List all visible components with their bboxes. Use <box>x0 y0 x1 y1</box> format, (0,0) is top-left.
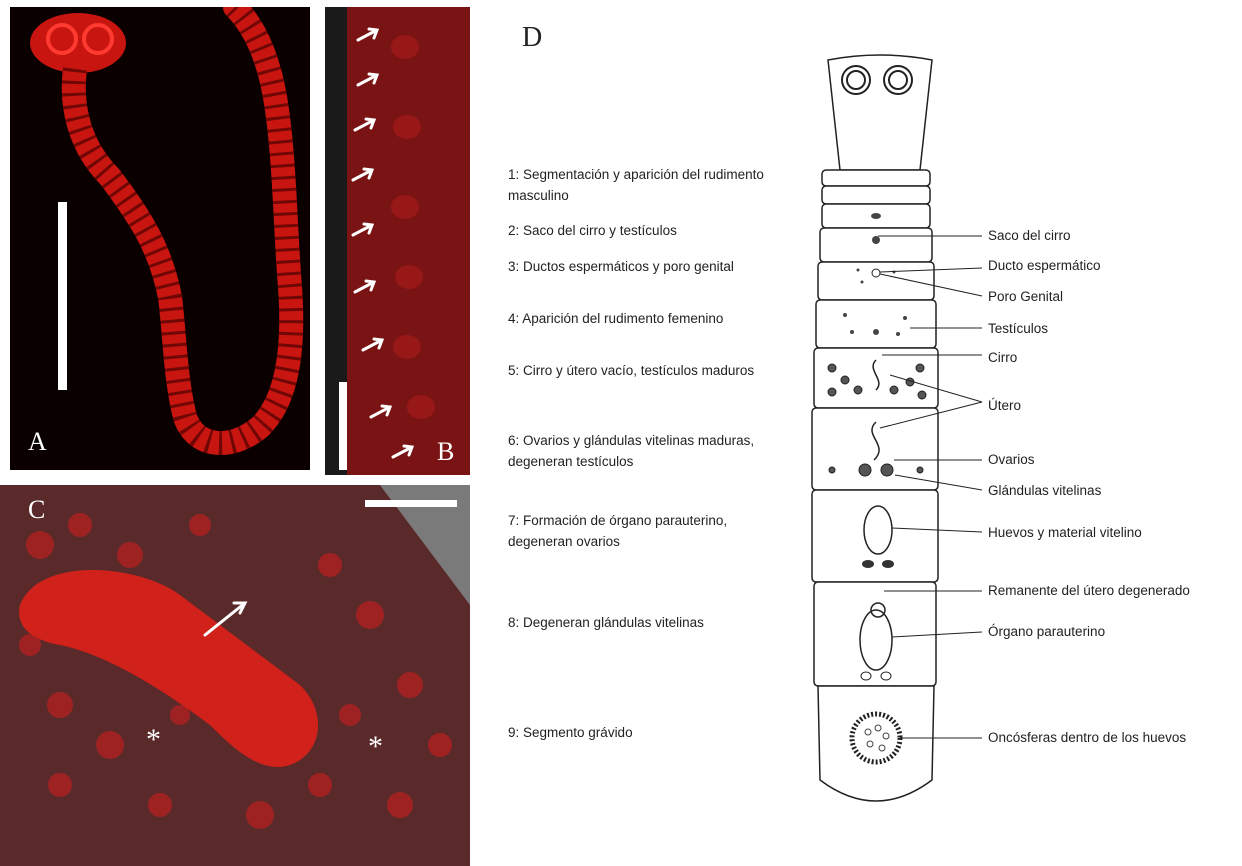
panel-label-d: D <box>522 22 542 54</box>
stage-5: 5: Cirro y útero vacío, testículos madur… <box>508 360 768 381</box>
panel-label-a: A <box>28 427 47 457</box>
stage-4: 4: Aparición del rudimento femenino <box>508 308 768 329</box>
label-poro-genital: Poro Genital <box>988 287 1063 307</box>
panel-label-b: B <box>437 437 454 467</box>
proglottid-detail-image <box>0 485 470 866</box>
stage-2: 2: Saco del cirro y testículos <box>508 220 768 241</box>
segment-4 <box>816 300 936 348</box>
label-organo-parauterino: Órgano parauterino <box>988 622 1105 642</box>
segment-3 <box>818 262 934 300</box>
label-huevos-material-vitelino: Huevos y material vitelino <box>988 523 1142 543</box>
label-remanente-utero: Remanente del útero degenerado <box>988 581 1190 601</box>
panel-c-micrograph: C * * <box>0 485 470 866</box>
panel-b-micrograph: B <box>325 7 470 475</box>
stage-1: 1: Segmentación y aparición del rudiment… <box>508 164 768 206</box>
scale-bar <box>339 382 347 470</box>
scale-bar <box>58 202 67 390</box>
label-ducto-espermatico: Ducto espermático <box>988 256 1101 276</box>
segment-5 <box>814 348 938 408</box>
label-cirro: Cirro <box>988 348 1017 368</box>
label-utero: Útero <box>988 396 1021 416</box>
segment-1b <box>822 186 930 204</box>
label-glandulas-vitelinas: Glándulas vitelinas <box>988 481 1101 501</box>
scale-bar <box>365 500 457 507</box>
segment-7 <box>812 490 938 582</box>
asterisk-right: * <box>368 730 383 764</box>
label-saco-cirro: Saco del cirro <box>988 226 1071 246</box>
proglottid-development-diagram <box>770 50 990 812</box>
stage-8: 8: Degeneran glándulas vitelinas <box>508 612 768 633</box>
label-testiculos: Testículos <box>988 319 1048 339</box>
segment-6 <box>812 408 938 490</box>
tapeworm-strobila-image <box>10 7 310 470</box>
oncosphere-capsule <box>852 714 900 762</box>
stage-6: 6: Ovarios y glándulas vitelinas maduras… <box>508 430 768 472</box>
panel-a-micrograph: A <box>10 7 310 470</box>
label-oncosferas: Oncósferas dentro de los huevos <box>988 728 1188 748</box>
stage-9: 9: Segmento grávido <box>508 722 768 743</box>
segment-closeup-image <box>325 7 470 475</box>
panel-label-c: C <box>28 495 45 525</box>
label-ovarios: Ovarios <box>988 450 1035 470</box>
segment-2 <box>820 228 932 262</box>
asterisk-left: * <box>146 723 161 757</box>
stage-3: 3: Ductos espermáticos y poro genital <box>508 256 768 277</box>
segment-1 <box>822 170 930 186</box>
stage-7: 7: Formación de órgano parauterino, dege… <box>508 510 768 552</box>
